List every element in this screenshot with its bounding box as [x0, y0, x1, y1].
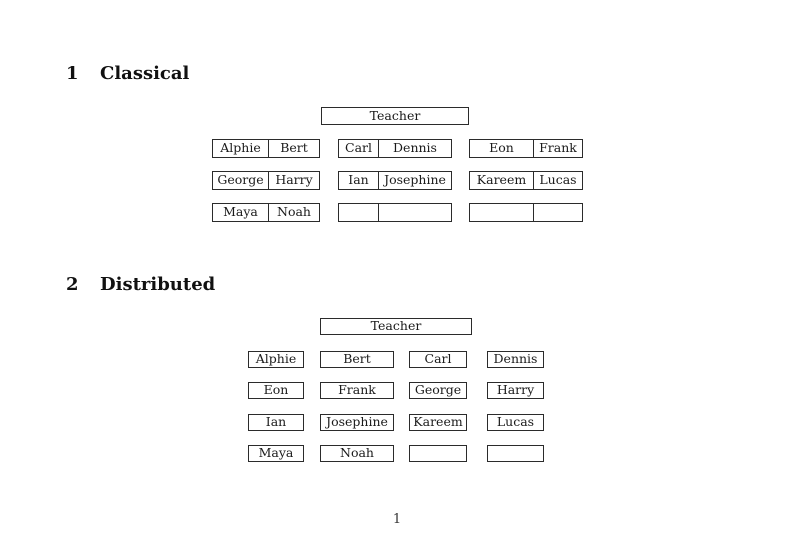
- student-box: Kareem: [409, 414, 467, 431]
- seat: Josephine: [378, 172, 451, 189]
- seat: Harry: [268, 172, 319, 189]
- student-box: Josephine: [320, 414, 394, 431]
- student-box: Alphie: [248, 351, 304, 368]
- seat: Dennis: [378, 140, 451, 157]
- student-box: Noah: [320, 445, 394, 462]
- section-number: 1: [66, 63, 79, 84]
- teacher-box: Teacher: [321, 107, 469, 125]
- student-box: Carl: [409, 351, 467, 368]
- desk: Carl Dennis: [338, 139, 452, 158]
- seat: Frank: [533, 140, 582, 157]
- section-title: Classical: [100, 63, 190, 84]
- section-number: 2: [66, 274, 79, 295]
- desk: Eon Frank: [469, 139, 583, 158]
- student-box: George: [409, 382, 467, 399]
- section-heading-distributed: 2 Distributed: [66, 274, 215, 296]
- desk-empty: [338, 203, 452, 222]
- student-box: Bert: [320, 351, 394, 368]
- page-number: 1: [392, 512, 402, 527]
- seat: Ian: [348, 172, 369, 188]
- desk: Ian Josephine: [338, 171, 452, 190]
- student-box-empty: [487, 445, 544, 462]
- student-box-empty: [409, 445, 467, 462]
- student-box: Harry: [487, 382, 544, 399]
- student-box: Frank: [320, 382, 394, 399]
- section-title: Distributed: [100, 274, 216, 295]
- seat: Eon: [489, 140, 514, 156]
- desk: Maya Noah: [212, 203, 320, 222]
- student-box: Maya: [248, 445, 304, 462]
- desk: George Harry: [212, 171, 320, 190]
- seat: Alphie: [220, 140, 261, 156]
- seat: George: [217, 172, 264, 188]
- section-heading-classical: 1 Classical: [66, 63, 189, 85]
- seat: Carl: [345, 140, 372, 156]
- seat-empty: [339, 204, 378, 221]
- student-box: Eon: [248, 382, 304, 399]
- student-box: Dennis: [487, 351, 544, 368]
- seat: Lucas: [533, 172, 582, 189]
- desk: Alphie Bert: [212, 139, 320, 158]
- seat: Bert: [268, 140, 319, 157]
- seat-empty: [378, 204, 451, 221]
- seat: Kareem: [476, 172, 527, 188]
- desk: Kareem Lucas: [469, 171, 583, 190]
- teacher-box: Teacher: [320, 318, 472, 335]
- seat-empty: [470, 204, 533, 221]
- seat: Noah: [268, 204, 319, 221]
- desk-empty: [469, 203, 583, 222]
- student-box: Lucas: [487, 414, 544, 431]
- seat-empty: [533, 204, 582, 221]
- seat: Maya: [223, 204, 258, 220]
- student-box: Ian: [248, 414, 304, 431]
